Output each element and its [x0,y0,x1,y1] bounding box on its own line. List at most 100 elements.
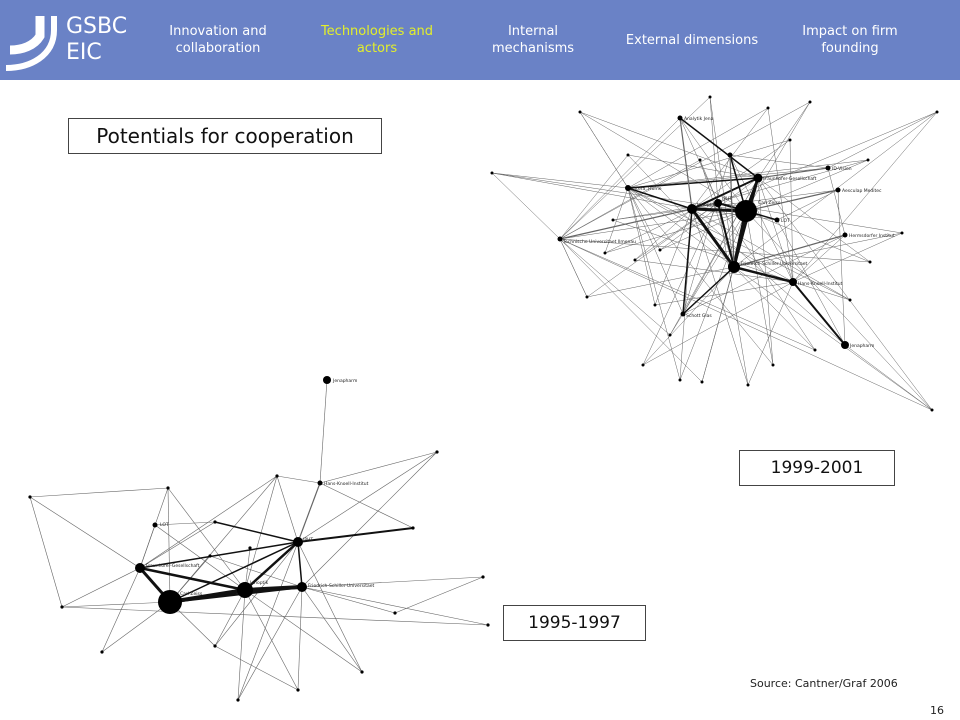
recent-node-2 [766,106,770,110]
recent-edge-strong-125 [627,187,693,210]
nav-technologies-actors[interactable]: Technologies and actors [320,24,434,56]
recent-node-9 [585,295,589,299]
early-edge-27 [276,475,299,543]
early-edge-25 [297,451,438,543]
recent-node-26 [788,138,792,142]
recent-edge-112 [491,172,561,240]
early-edge-strong-55 [214,521,299,543]
recent-edge-73 [659,177,759,251]
recent-node-idv [825,165,831,171]
early-edge-6 [61,601,171,608]
recent-edge-4 [709,96,719,204]
recent-node-4 [935,110,939,114]
early-edge-strong-52 [297,541,303,588]
early-edge-24 [301,586,489,626]
recent-edge-40 [679,210,747,381]
early-edge-strong-50 [169,585,303,604]
early-edge-4 [139,521,216,569]
early-label-fraunhofer: Fraunhofer-Gesellschaft [146,563,200,569]
recent-edge-17 [491,172,693,210]
period-label-1995-1997: 1995-1997 [503,605,646,641]
recent-edge-59 [745,210,871,263]
early-label-carl-zeiss: Carl Zeiss [180,591,203,597]
recent-edge-strong-134 [745,189,839,212]
recent-node-jph [841,341,849,349]
early-node-12 [393,611,397,615]
nav-innovation-collaboration[interactable]: Innovation and collaboration [169,24,267,56]
recent-label-jenoptik: Jenoptik [696,202,716,208]
recent-edge-101 [627,167,829,189]
early-label-jenoptik: Jenoptik [249,580,269,586]
recent-node-16 [771,363,775,367]
recent-edge-strong-127 [679,117,759,179]
recent-edge-53 [559,238,816,351]
early-edge-42 [154,521,216,526]
recent-edge-27 [586,266,735,298]
early-node-3 [435,450,439,454]
recent-node-7 [611,218,615,222]
recent-edge-strong-124 [691,177,759,210]
early-edge-30 [297,541,363,673]
recent-edge-98 [729,154,794,283]
early-edge-0 [29,496,141,569]
recent-edge-34 [559,238,671,336]
recent-edge-11 [745,101,811,212]
recent-edge-97 [792,234,846,283]
early-edge-38 [394,576,484,614]
early-edge-33 [276,475,321,484]
gsbc-logo-icon [5,16,57,71]
early-node-jen [237,582,253,598]
recent-node-24 [658,248,662,252]
early-node-1 [166,486,170,490]
early-edge-39 [214,645,299,691]
recent-node-hki [789,278,797,286]
recent-node-fhg [753,173,763,183]
early-edge-7 [101,601,171,653]
nav-internal-mechanisms[interactable]: Internal mechanisms [491,24,575,56]
early-label-lot: LOT [160,522,169,528]
early-node-14 [486,623,490,627]
nav-external-dimensions[interactable]: External dimensions [625,32,759,48]
recent-label-tu-ilmenau: Technische Universitaet Ilmenau [562,239,636,245]
recent-edge-strong-128 [679,117,693,210]
early-edge-32 [319,482,414,529]
recent-edge-100 [776,219,846,346]
early-node-fsu [297,582,307,592]
recent-node-18 [848,298,852,302]
recent-node-1 [708,95,712,99]
recent-edge-56 [792,281,851,301]
recent-node-zeiss [735,200,757,222]
early-edge-5 [139,475,278,569]
recent-edge-78 [691,139,791,210]
recent-edge-68 [757,177,933,411]
recent-node-6 [626,153,630,157]
recent-edge-102 [627,187,684,315]
recent-node-jop [687,204,697,214]
recent-edge-49 [757,177,774,366]
recent-edge-32 [654,281,794,306]
early-label-jenapharm: Jenapharm [332,378,357,384]
recent-edge-110 [844,344,933,411]
early-edge-strong-54 [297,527,414,543]
early-node-lot [152,522,158,528]
early-node-hki [317,480,323,486]
recent-edge-106 [776,189,839,221]
recent-edge-114 [579,111,629,189]
period-label-1999-2001: 1999-2001 [739,450,895,486]
recent-node-12 [641,363,645,367]
nav-impact-firm-founding[interactable]: Impact on firm founding [802,24,898,56]
early-edge-21 [297,586,303,691]
recent-node-21 [866,158,870,162]
recent-node-analytik [677,115,683,121]
recent-edge-10 [559,101,811,240]
early-edge-13 [244,589,299,691]
recent-node-22 [930,408,934,412]
early-edge-2 [61,567,141,608]
recent-node-14 [700,380,704,384]
recent-edge-38 [642,266,735,366]
early-edge-12 [237,589,246,701]
recent-edge-83 [559,210,747,240]
recent-edge-21 [612,219,794,283]
recent-node-10 [653,303,657,307]
recent-label-schott: Schott Glas [686,313,712,319]
